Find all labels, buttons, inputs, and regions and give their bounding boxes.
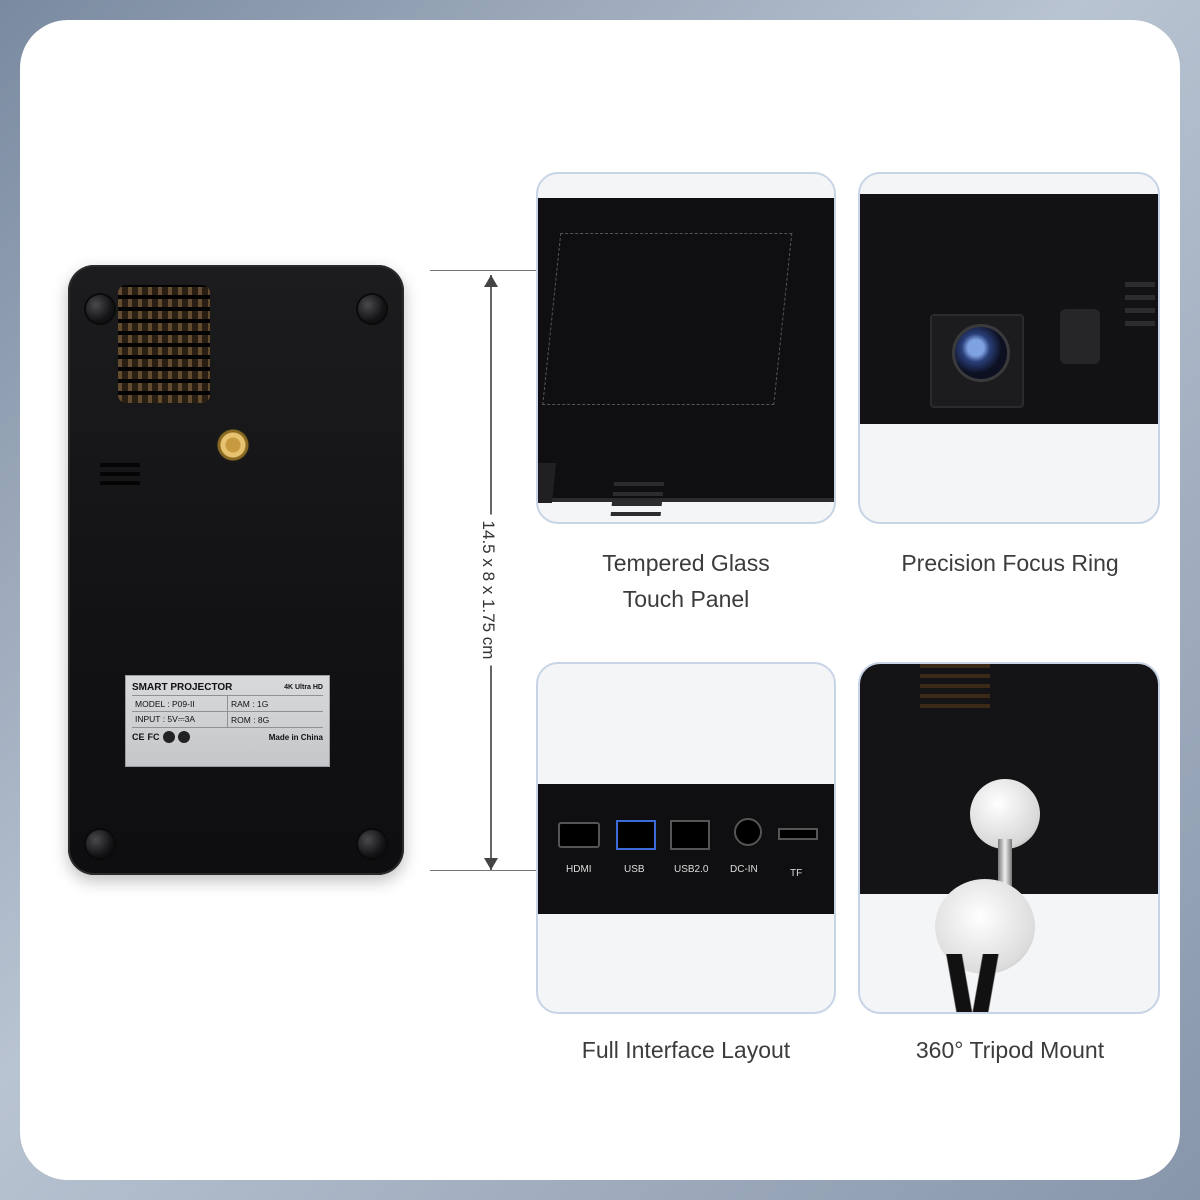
label-title: SMART PROJECTOR	[132, 682, 233, 693]
side-vent	[609, 478, 665, 522]
touch-panel-image	[538, 198, 834, 522]
arrow-down-icon	[484, 858, 498, 870]
dimension-tick-bottom	[430, 870, 550, 871]
dimension-tick-top	[430, 270, 550, 271]
dc-in-port	[734, 818, 762, 846]
label-made-in: Made in China	[268, 732, 323, 742]
feature-tile-touch-panel	[536, 172, 836, 524]
spec-label: SMART PROJECTOR 4K Ultra HD MODEL : P09-…	[125, 675, 330, 767]
tripod-mount-icon	[216, 428, 250, 462]
certification-icons: CE FC	[132, 731, 190, 743]
feature-tile-tripod	[858, 662, 1160, 1014]
hdmi-port	[558, 822, 600, 848]
tripod-rod	[998, 839, 1012, 889]
side-vent	[1125, 274, 1155, 334]
vent-slots	[100, 462, 140, 490]
caption-touch-panel: Tempered Glass Touch Panel	[602, 550, 770, 612]
recycle-icon	[177, 731, 190, 743]
screw-icon	[358, 830, 386, 858]
speaker-grille	[920, 664, 990, 714]
feature-tile-focus-ring	[858, 172, 1160, 524]
tripod-legs	[930, 954, 1050, 1012]
tripod-ball-head	[970, 779, 1040, 849]
touch-grid	[542, 233, 793, 405]
port-label-dc-in: DC-IN	[730, 864, 758, 875]
dimension-text: 14.5 x 8 x 1.75 cm	[478, 514, 498, 666]
caption-focus-ring: Precision Focus Ring	[901, 550, 1119, 576]
usb2-port	[670, 820, 710, 850]
label-subtitle: 4K Ultra HD	[284, 684, 323, 691]
lens-icon	[952, 324, 1010, 382]
port-label-usb2: USB2.0	[674, 864, 709, 875]
port-label-tf: TF	[790, 868, 803, 879]
ports-image: HDMI USB USB2.0 DC-IN TF	[538, 784, 834, 914]
speaker-grille	[118, 285, 210, 403]
label-rom: ROM : 8G	[231, 714, 270, 725]
ce-icon: CE	[132, 732, 145, 742]
caption-tripod: 360° Tripod Mount	[915, 1037, 1105, 1063]
focus-wheel	[1060, 309, 1100, 364]
screw-icon	[86, 830, 114, 858]
fc-icon: FC	[147, 732, 160, 742]
port-label-hdmi: HDMI	[566, 864, 592, 875]
usb-port	[616, 820, 656, 850]
arrow-up-icon	[484, 275, 498, 287]
caption-interfaces: Full Interface Layout	[581, 1037, 791, 1063]
projector-back-image: SMART PROJECTOR 4K Ultra HD MODEL : P09-…	[68, 265, 404, 875]
lens-port	[538, 463, 557, 503]
tf-slot	[778, 828, 818, 840]
rohs-icon	[162, 731, 175, 743]
screw-icon	[358, 295, 386, 323]
product-card: SMART PROJECTOR 4K Ultra HD MODEL : P09-…	[20, 20, 1180, 1180]
port-label-usb: USB	[624, 864, 645, 875]
label-ram: RAM : 1G	[231, 698, 269, 709]
feature-tile-interfaces: HDMI USB USB2.0 DC-IN TF	[536, 662, 836, 1014]
screw-icon	[86, 295, 114, 323]
label-input: INPUT : 5V⎓3A	[132, 712, 228, 727]
label-model: MODEL : P09-II	[132, 696, 228, 711]
